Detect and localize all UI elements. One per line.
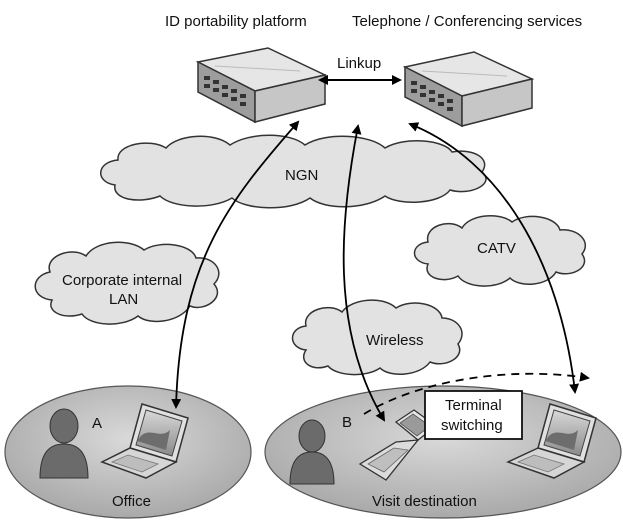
terminal-switching-line1: Terminal xyxy=(445,397,502,414)
terminal-switching-line2: switching xyxy=(441,417,503,434)
platform-label: ID portability platform xyxy=(165,13,307,30)
terminal-switching-box: Terminal switching xyxy=(424,390,523,440)
visit-laptop-icon xyxy=(506,403,597,479)
corporate-lan-label-line1: Corporate internal xyxy=(62,272,182,289)
corporate-lan-cloud: Corporate internal LAN xyxy=(34,241,220,325)
laptop-to-services-arrow xyxy=(408,122,580,394)
corporate-lan-label-line2: LAN xyxy=(109,291,138,308)
office-laptop-icon xyxy=(100,403,189,479)
user-b-label: B xyxy=(342,414,352,431)
office-to-platform-arrow xyxy=(171,120,300,409)
services-label: Telephone / Conferencing services xyxy=(352,13,582,30)
terminal-switching-dashed-arrow xyxy=(363,371,590,415)
office-label: Office xyxy=(112,493,151,510)
visit-destination-label: Visit destination xyxy=(372,493,477,510)
wireless-label: Wireless xyxy=(366,332,424,349)
ngn-label: NGN xyxy=(285,167,318,184)
linkup-label: Linkup xyxy=(337,55,381,72)
catv-label: CATV xyxy=(477,240,516,257)
catv-cloud: CATV xyxy=(413,215,587,287)
platform-server-icon xyxy=(195,47,328,124)
person-a-icon xyxy=(39,408,89,479)
services-server-icon xyxy=(402,51,535,128)
phone-to-platform-arrow xyxy=(342,124,386,422)
ngn-cloud: NGN xyxy=(100,134,487,209)
wireless-cloud: Wireless xyxy=(291,299,463,376)
person-b-icon xyxy=(289,419,335,485)
user-a-label: A xyxy=(92,415,102,432)
